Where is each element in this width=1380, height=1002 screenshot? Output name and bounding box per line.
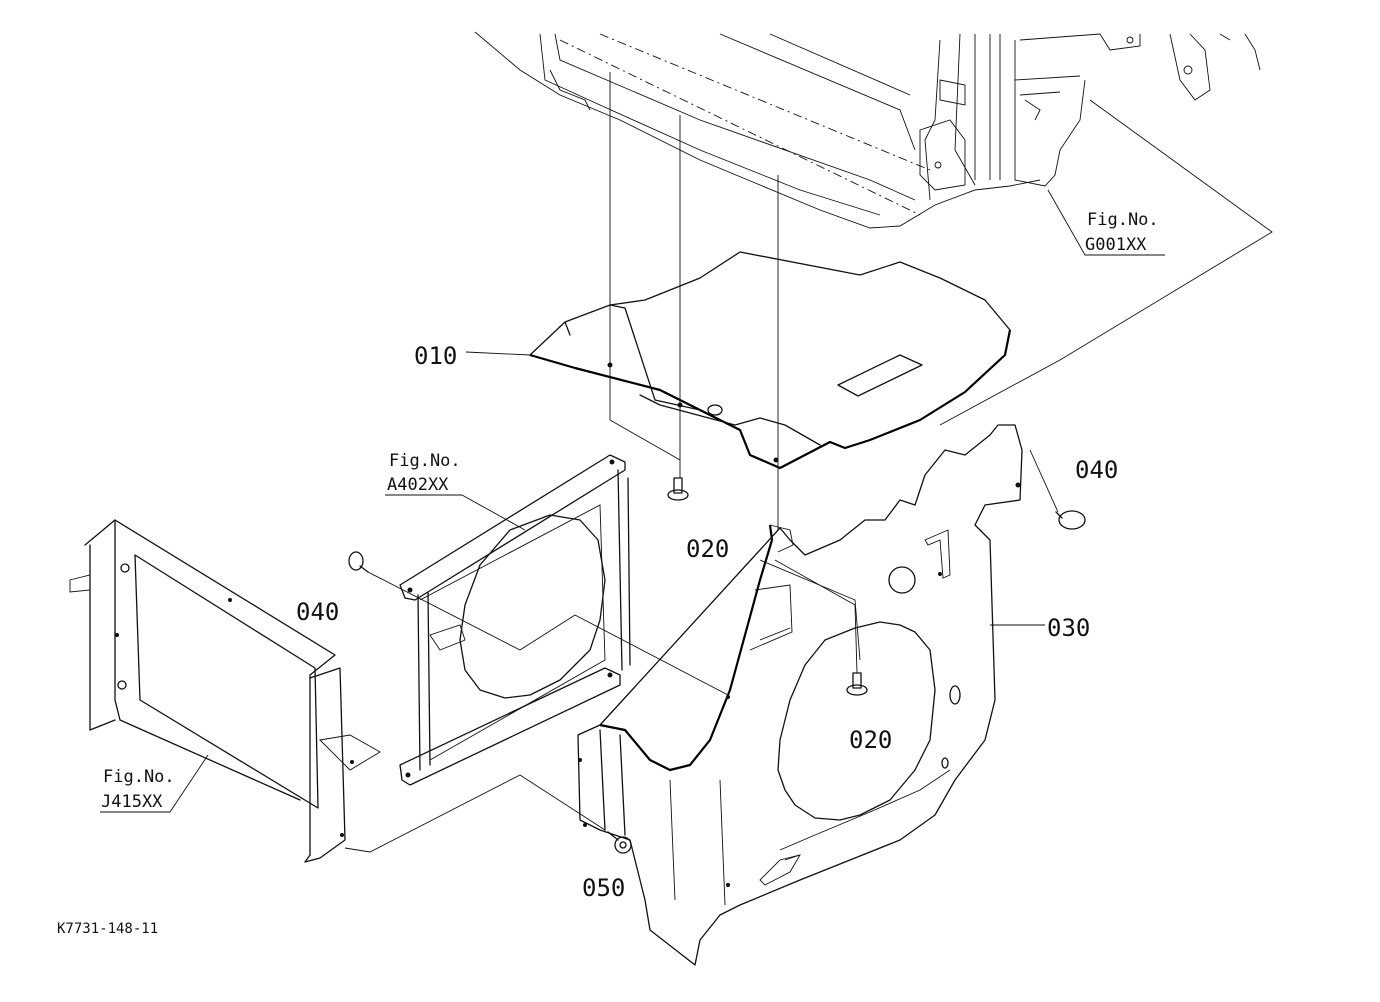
leader-lines bbox=[100, 189, 1165, 813]
part-030-side-cover bbox=[577, 424, 1023, 966]
frame-assembly bbox=[474, 31, 1261, 229]
fastener-040-a bbox=[1055, 510, 1086, 530]
fig-code-j415xx: J415XX bbox=[101, 792, 163, 812]
fig-label-a402xx: Fig.No. bbox=[389, 451, 461, 471]
part-number-050: 050 bbox=[582, 874, 625, 902]
diagram-code: K7731-148-11 bbox=[57, 921, 158, 937]
fastener-020-b bbox=[846, 672, 868, 696]
part-number-040-b: 040 bbox=[296, 598, 339, 626]
fig-j415xx-radiator bbox=[69, 519, 381, 863]
fig-label-j415xx: Fig.No. bbox=[103, 767, 175, 787]
part-number-040-a: 040 bbox=[1075, 456, 1118, 484]
part-number-020-a: 020 bbox=[686, 535, 729, 563]
fig-label-g001xx: Fig.No. bbox=[1087, 210, 1159, 230]
part-number-030: 030 bbox=[1047, 614, 1090, 642]
assembly-lines bbox=[344, 72, 1273, 853]
part-010-floor-plate bbox=[529, 251, 1012, 470]
fig-code-g001xx: G001XX bbox=[1085, 235, 1147, 255]
fig-code-a402xx: A402XX bbox=[387, 475, 449, 495]
fig-a402xx-fan-shroud bbox=[399, 454, 631, 786]
fastener-020-a bbox=[667, 477, 689, 501]
part-number-010: 010 bbox=[414, 342, 457, 370]
part-number-020-b: 020 bbox=[849, 726, 892, 754]
fastener-050 bbox=[607, 831, 632, 854]
fastener-040-b bbox=[348, 551, 369, 573]
